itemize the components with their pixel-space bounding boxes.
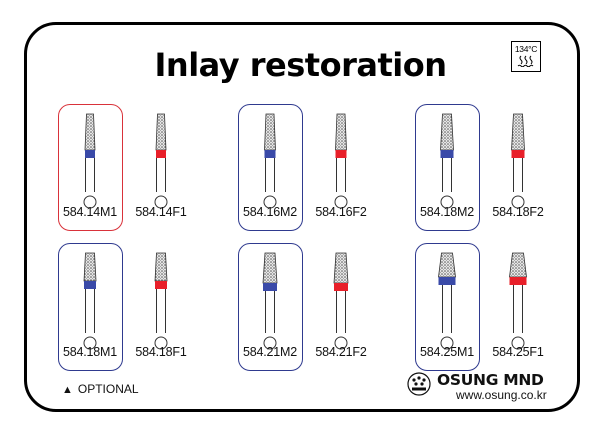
- legend-text: OPTIONAL: [77, 382, 139, 396]
- sterilization-badge: 134°C: [511, 41, 541, 72]
- shank-end-circle: [83, 336, 97, 350]
- diamond-head: [84, 113, 96, 151]
- card-frame: [24, 22, 580, 412]
- highlight-box: [58, 104, 123, 231]
- grit-color-band: [84, 281, 96, 289]
- product-code: 584.14F1: [135, 205, 187, 219]
- product-code: 584.25F1: [492, 345, 544, 359]
- shank-end-circle: [83, 195, 97, 209]
- sterilization-temperature: 134°C: [514, 44, 538, 54]
- bur-medium-diagram: [83, 113, 97, 209]
- grit-color-band: [85, 150, 95, 158]
- diamond-head: [154, 252, 168, 282]
- page-title: Inlay restoration: [154, 46, 447, 84]
- product-code: 584.16M2: [243, 205, 297, 219]
- bur-medium-diagram: [262, 252, 278, 350]
- shank-end-circle: [334, 336, 348, 350]
- diamond-head: [440, 113, 454, 151]
- grit-color-band: [335, 150, 347, 158]
- bur-fine-diagram: [154, 252, 168, 350]
- diamond-head: [333, 252, 349, 284]
- product-code: 584.18M2: [420, 205, 474, 219]
- shank-end-circle: [263, 336, 277, 350]
- grit-color-band: [263, 283, 277, 291]
- legend-optional: ▲ OPTIONAL: [62, 382, 139, 396]
- bur-medium-diagram: [263, 113, 277, 209]
- product-code: 584.16F2: [315, 205, 367, 219]
- bur-fine-diagram: [511, 113, 525, 209]
- bur-fine-diagram: [154, 113, 168, 209]
- brand-url[interactable]: www.osung.co.kr: [456, 388, 547, 402]
- grit-color-band: [509, 277, 527, 285]
- grit-color-band: [440, 150, 454, 158]
- bur-medium-diagram: [440, 113, 454, 209]
- product-code: 584.21M2: [243, 345, 297, 359]
- shank-end-circle: [334, 195, 348, 209]
- shank-end-circle: [154, 336, 168, 350]
- brand-name: OSUNG MND: [437, 371, 544, 389]
- bur-medium-diagram: [438, 252, 456, 350]
- diamond-head: [511, 113, 525, 151]
- highlight-box: [415, 243, 480, 371]
- highlight-box: [238, 243, 303, 371]
- bur-medium-diagram: [83, 252, 97, 350]
- product-code: 584.21F2: [315, 345, 367, 359]
- product-code: 584.14M1: [63, 205, 117, 219]
- highlight-box: [238, 104, 303, 231]
- grit-color-band: [511, 150, 525, 158]
- steam-icon: [517, 55, 534, 67]
- bur-fine-diagram: [334, 113, 348, 209]
- triangle-icon: ▲: [62, 384, 73, 396]
- shank-end-circle: [440, 195, 454, 209]
- grit-color-band: [155, 281, 167, 289]
- highlight-box: [58, 243, 123, 371]
- product-code: 584.18M1: [63, 345, 117, 359]
- diamond-head: [438, 252, 456, 278]
- product-code: 584.18F2: [492, 205, 544, 219]
- shank-end-circle: [511, 195, 525, 209]
- bur-fine-diagram: [509, 252, 527, 350]
- grit-color-band: [156, 150, 166, 158]
- diamond-head: [509, 252, 527, 278]
- diamond-head: [155, 113, 167, 151]
- product-code: 584.25M1: [420, 345, 474, 359]
- highlight-box: [415, 104, 480, 231]
- diamond-head: [335, 113, 347, 151]
- grit-color-band: [264, 150, 276, 158]
- grit-color-band: [438, 277, 456, 285]
- diamond-head: [262, 252, 278, 284]
- diamond-head: [264, 113, 276, 151]
- diamond-head: [83, 252, 97, 282]
- shank-end-circle: [154, 195, 168, 209]
- shank-end-circle: [263, 195, 277, 209]
- shank-end-circle: [511, 336, 525, 350]
- shank-end-circle: [440, 336, 454, 350]
- product-code: 584.18F1: [135, 345, 187, 359]
- bur-fine-diagram: [333, 252, 349, 350]
- osung-logo-icon: [407, 372, 431, 396]
- grit-color-band: [334, 283, 348, 291]
